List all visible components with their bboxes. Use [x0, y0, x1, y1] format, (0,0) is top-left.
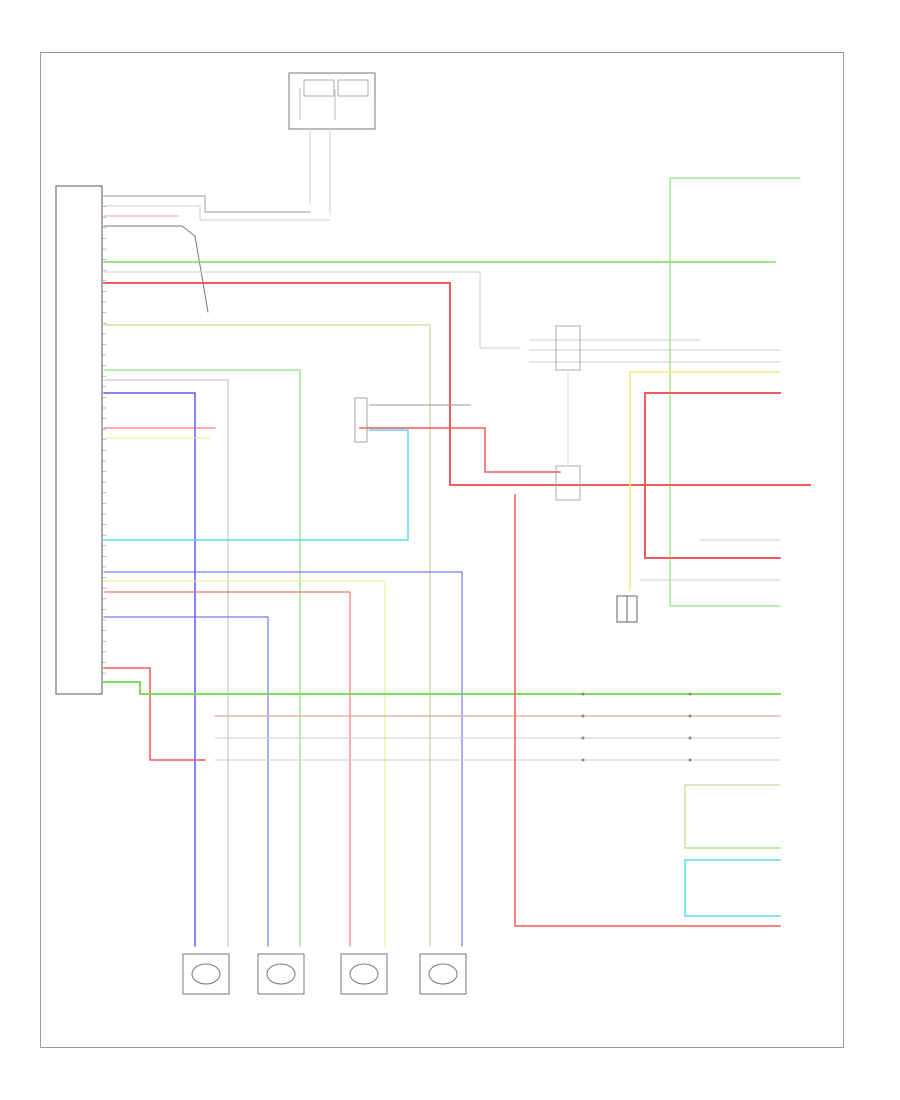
wire-blue-1 [103, 392, 196, 947]
sensor-3 [340, 953, 388, 995]
wire-red-4 [359, 427, 561, 473]
top-relay-block [288, 72, 376, 215]
sensor-4 [419, 953, 467, 995]
wire-yellow-right [629, 371, 781, 591]
sensor-group [182, 953, 467, 995]
wire-blue-3 [103, 616, 269, 947]
diagram-frame [40, 52, 844, 1048]
wire-red-right [644, 392, 781, 559]
steering-connector [354, 397, 368, 443]
wire-gray-5 [103, 379, 229, 947]
wire-gray-1 [103, 195, 311, 213]
wire-harness [103, 177, 811, 947]
wire-olive-1 [103, 324, 431, 947]
wire-olive-right [684, 784, 781, 849]
wire-cyan-1 [103, 429, 409, 541]
module-pin-labels [102, 195, 106, 674]
sensor-1 [182, 953, 230, 995]
wire-pink-3 [103, 667, 206, 761]
air-bag-module [616, 595, 638, 623]
wire-green-3 [103, 681, 781, 695]
splice-points [581, 692, 692, 762]
wire-red-5 [514, 494, 781, 927]
wire-yellow-2 [103, 580, 386, 947]
wire-gray-4 [103, 271, 521, 349]
clock-spring-connector [555, 325, 581, 501]
wire-gray-3 [103, 225, 209, 313]
wire-cyan-right [684, 859, 781, 917]
wire-green-2 [103, 369, 301, 947]
wire-gray-2 [103, 205, 331, 221]
main-module [55, 185, 103, 695]
wire-blue-2 [103, 571, 463, 947]
sensor-2 [257, 953, 305, 995]
wire-red-2 [103, 591, 351, 947]
wire-green-right-vert [669, 177, 781, 607]
wire-red-main [103, 282, 811, 486]
